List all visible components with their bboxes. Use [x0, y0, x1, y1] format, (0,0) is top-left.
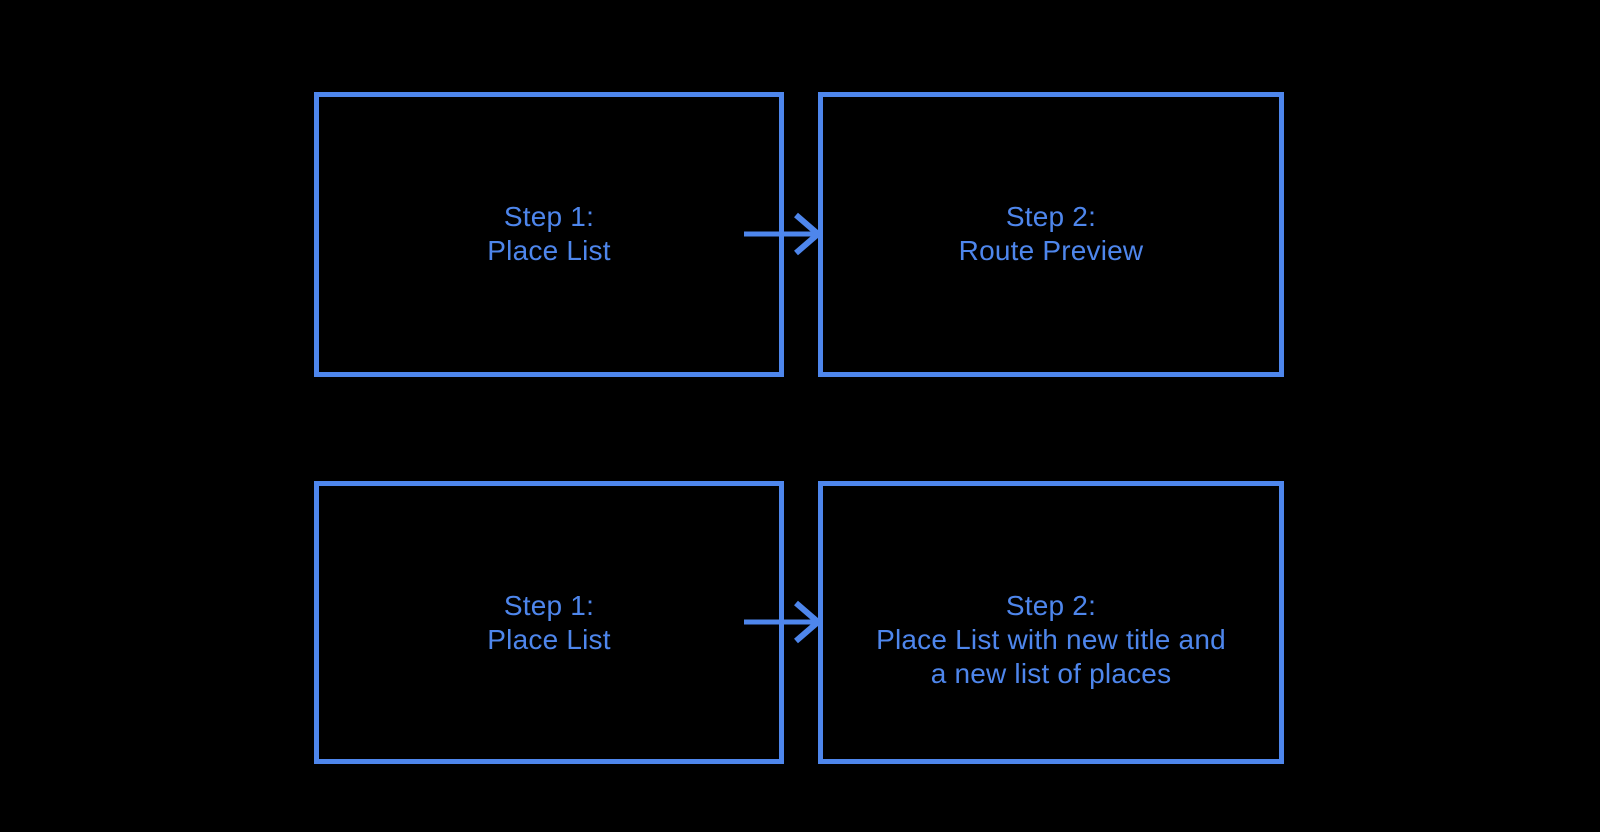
flow-box-row2-step1: Step 1: Place List [314, 481, 784, 764]
flow-box-label-line: Route Preview [958, 235, 1144, 266]
flow-box-row2-step2: Step 2: Place List with new title and a … [818, 481, 1284, 764]
flow-box-label-line: Place List with new title and [876, 624, 1226, 655]
arrow-right-icon [744, 600, 823, 644]
flow-box-label-line: Step 1: [503, 201, 595, 232]
flow-box-row1-step1: Step 1: Place List [314, 92, 784, 377]
flow-box-label-line: Place List [487, 624, 611, 655]
flow-box-label: Step 1: Place List [319, 589, 779, 657]
flow-box-label: Step 2: Place List with new title and a … [823, 589, 1279, 691]
flow-box-label: Step 1: Place List [319, 200, 779, 268]
flow-box-label-line: Step 1: [503, 590, 595, 621]
flow-box-row1-step2: Step 2: Route Preview [818, 92, 1284, 377]
flow-box-label-line: a new list of places [930, 658, 1172, 689]
flow-box-label-line: Step 2: [1005, 201, 1097, 232]
arrow-right-icon [744, 212, 823, 256]
flow-box-label-line: Place List [487, 235, 611, 266]
flow-box-label-line: Step 2: [1005, 590, 1097, 621]
flow-box-label: Step 2: Route Preview [823, 200, 1279, 268]
